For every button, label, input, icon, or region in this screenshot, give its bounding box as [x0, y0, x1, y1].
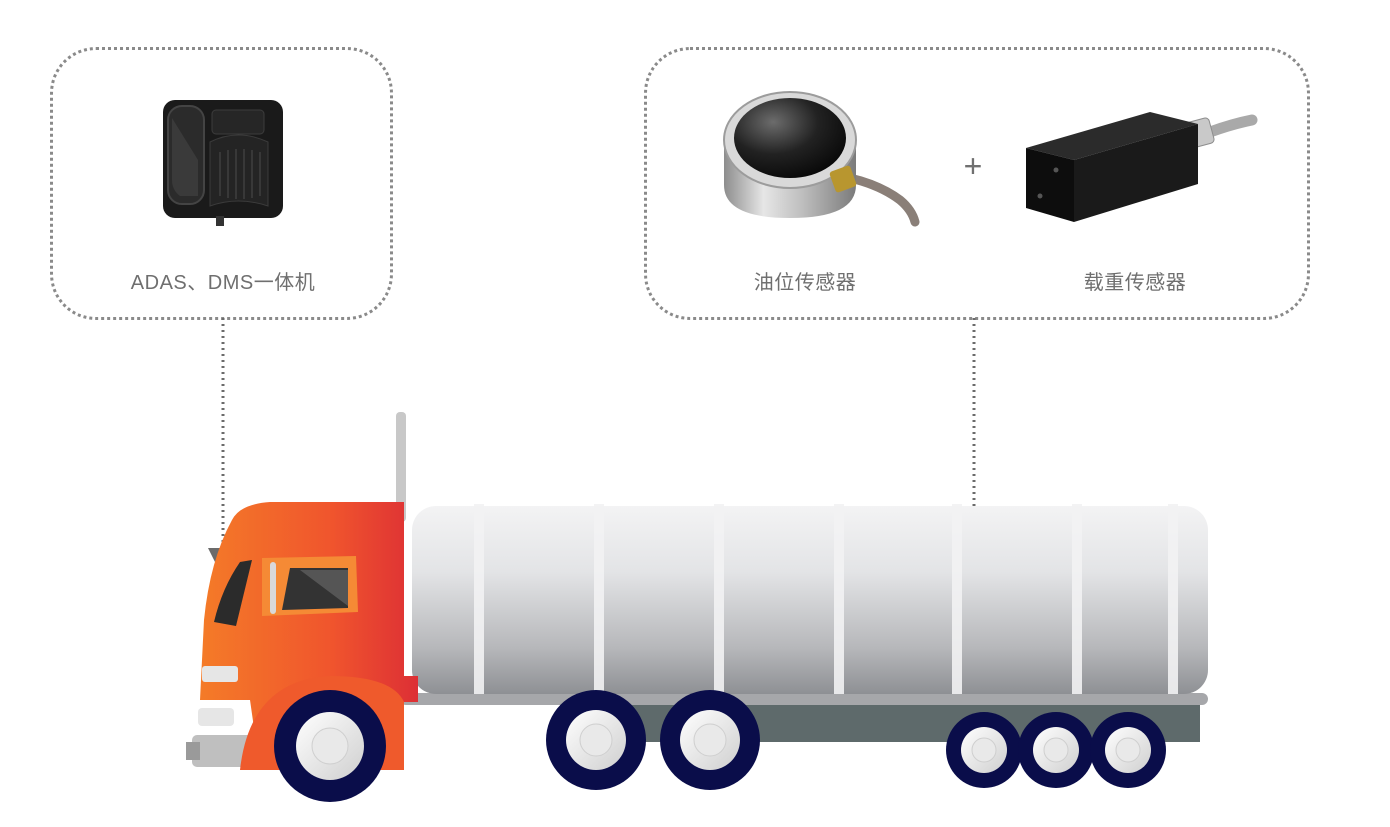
plus-symbol: +	[963, 148, 983, 184]
adas-dms-unit-icon	[163, 100, 283, 226]
tanker-truck-icon	[186, 412, 1208, 802]
load-sensor-label: 载重传感器	[1083, 272, 1187, 294]
oil-level-sensor-icon	[723, 91, 920, 227]
load-weight-sensor-icon	[1026, 112, 1258, 222]
oil-sensor-label: 油位传感器	[753, 272, 857, 294]
sensor-callout-panel	[644, 47, 1310, 320]
adas-dms-label: ADAS、DMS一体机	[130, 272, 316, 294]
